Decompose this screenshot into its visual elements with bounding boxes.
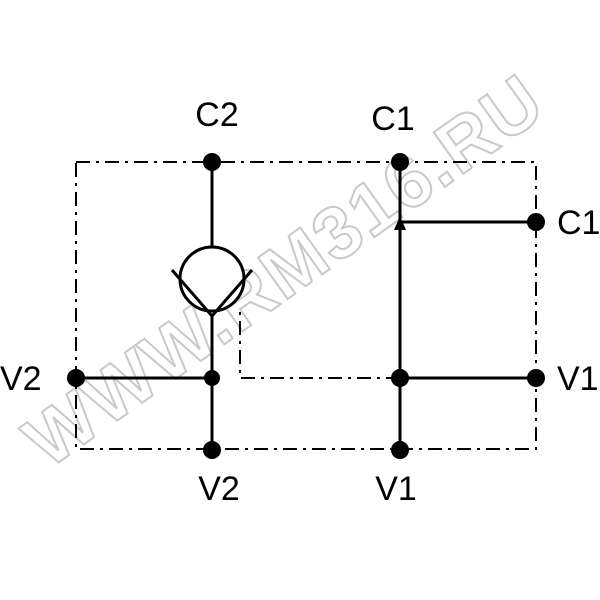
label-v2-bottom: V2 <box>198 470 240 508</box>
label-v1-right: V1 <box>557 360 599 398</box>
check-valve-symbol <box>170 245 254 319</box>
junction-dot-right <box>391 369 409 387</box>
port-dot-c2 <box>203 153 221 171</box>
pilot-line <box>239 310 400 379</box>
check-valve-ball <box>178 245 246 313</box>
label-c2-top: C2 <box>195 96 238 134</box>
port-dot-v1-bottom <box>391 441 409 459</box>
port-dot-v2-bottom <box>203 441 221 459</box>
port-dot-c1-right <box>527 213 545 231</box>
label-c1-top: C1 <box>371 100 414 138</box>
port-dot-c1-top <box>391 153 409 171</box>
watermark-text: WWW.RM316.RU <box>9 58 559 483</box>
valve-body-boundary <box>75 161 537 450</box>
watermark: WWW.RM316.RU <box>8 57 560 484</box>
port-dot-v1-right <box>527 369 545 387</box>
flow-arrow-icon <box>394 216 406 230</box>
label-v1-bottom: V1 <box>375 470 417 508</box>
port-dot-v2-left <box>67 369 85 387</box>
label-c1-right: C1 <box>557 204 600 242</box>
junction-dot-left <box>204 370 220 386</box>
label-v2-left: V2 <box>0 360 42 398</box>
check-valve-seat <box>170 269 254 319</box>
